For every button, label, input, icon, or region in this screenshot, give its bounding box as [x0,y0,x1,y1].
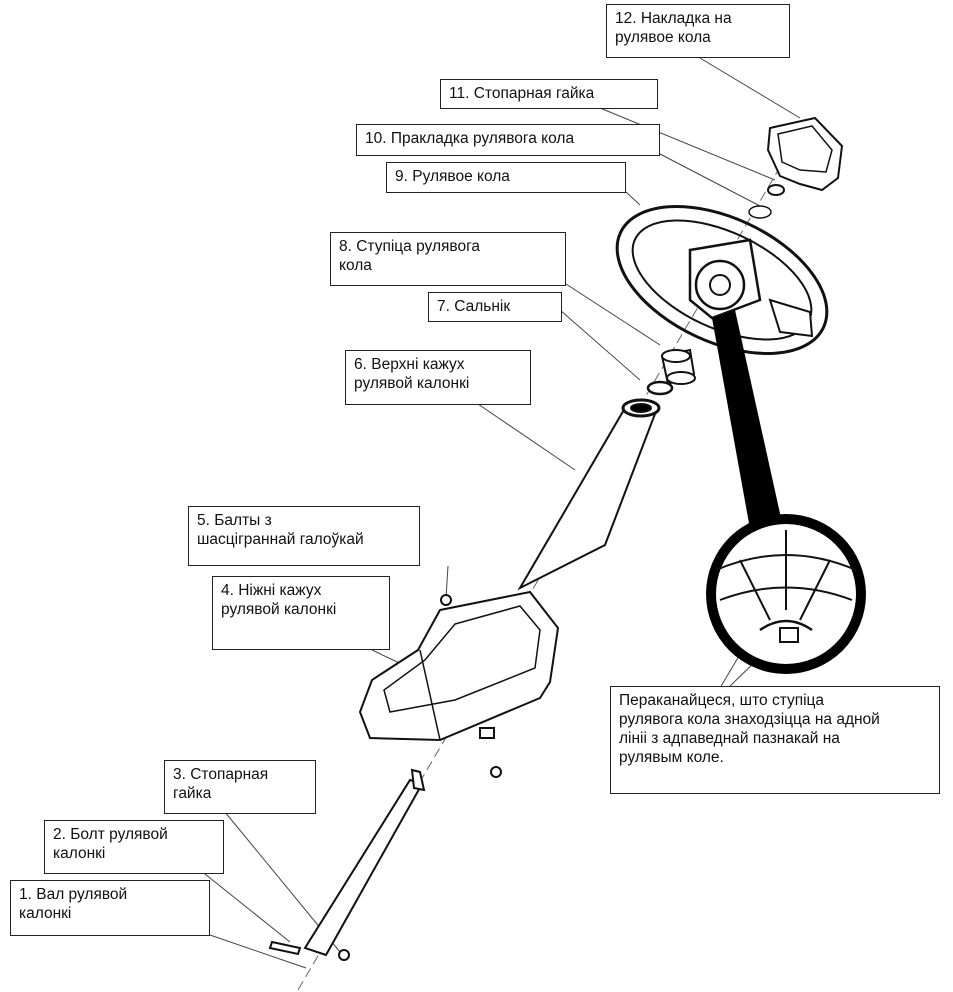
leader-line-9 [625,191,641,206]
label-part-7: 7. Сальнік [428,292,562,322]
label-part-8: 8. Ступіца рулявога кола [330,232,566,286]
leader-line-6 [477,403,576,471]
upper-column-shroud [517,398,661,591]
steering-column-shaft [303,768,426,957]
lock-nut-top [767,184,785,196]
label-part-12: 12. Накладка на рулявое кола [606,4,790,58]
lock-nut-bottom [338,949,350,961]
leader-line-1 [209,934,307,969]
steering-wheel [615,205,829,355]
leader-line-7 [559,309,641,381]
column-bolt [268,940,302,956]
label-part-4: 4. Ніжні кажух рулявой калонкі [212,576,390,650]
label-part-1: 1. Вал рулявой калонкі [10,880,210,936]
leader-line-5 [445,565,449,599]
label-part-10: 10. Пракладка рулявога кола [356,124,660,156]
label-part-11: 11. Стопарная гайка [440,79,658,109]
hub-alignment-detail [706,514,866,674]
leader-line-2 [199,869,291,943]
seal [646,380,674,396]
leader-line-11 [599,107,776,181]
hex-bolt-lower [490,766,502,778]
hex-bolt [440,594,452,606]
label-part-5: 5. Балты з шасціграннай галоўкай [188,506,420,566]
label-part-9: 9. Рулявое кола [386,162,626,193]
steering-wheel-cover [766,116,844,192]
steering-wheel-hub [660,348,696,386]
note-hub-alignment: Пераканайцеся, што ступіца рулявога кола… [610,686,940,794]
label-part-6: 6. Верхні кажух рулявой калонкі [345,350,531,405]
leader-line-10 [659,153,761,207]
label-part-3: 3. Стопарная гайка [164,760,316,814]
lower-column-shroud [358,590,560,742]
leader-line-8 [565,283,661,346]
steering-wheel-gasket [748,205,772,219]
label-part-2: 2. Болт рулявой калонкі [44,820,224,874]
leader-line-12 [699,57,801,119]
